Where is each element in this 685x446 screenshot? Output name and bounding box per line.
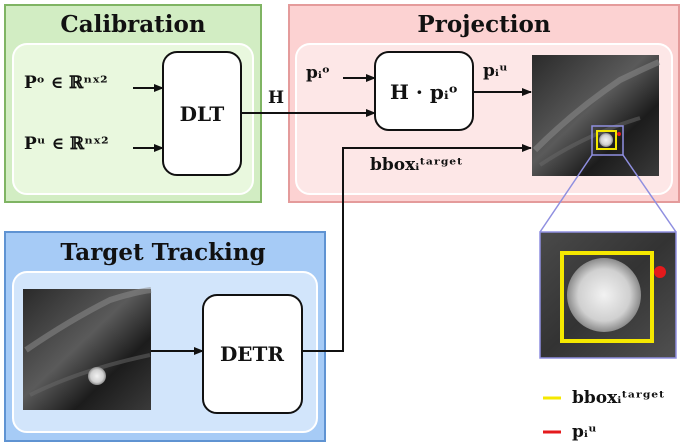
projected-point-marker <box>617 132 621 136</box>
calibration-input-bottom: Pᵘ ∈ ℝⁿˣ² <box>24 134 109 154</box>
zoomed-projected-point <box>654 266 666 278</box>
projection-input-label: pᵢᵒ <box>306 63 330 83</box>
zoom-connector-right <box>622 154 677 233</box>
projection-title: Projection <box>417 11 550 38</box>
zoomed-target-blob <box>567 258 641 332</box>
calibration-title: Calibration <box>60 11 205 38</box>
detr-block-label: DETR <box>220 342 284 366</box>
bbox-target-label: bboxᵢᵗᵃʳᵍᵉᵗ <box>370 155 463 175</box>
target-blob <box>599 133 613 147</box>
tracking-title: Target Tracking <box>60 239 265 266</box>
calibration-panel: Calibration Pᵒ ∈ ℝⁿˣ² Pᵘ ∈ ℝⁿˣ² DLT <box>4 4 262 203</box>
detr-output-arrow <box>302 144 532 352</box>
h-label: H <box>268 88 284 108</box>
projection-output-label: pᵢᵘ <box>483 61 508 81</box>
detr-block <box>202 294 303 414</box>
calibration-input-top: Pᵒ ∈ ℝⁿˣ² <box>24 73 108 93</box>
legend: bboxᵢᵗᵃʳᵍᵉᵗ pᵢᵘ <box>543 388 665 442</box>
legend-point-label: pᵢᵘ <box>572 422 597 442</box>
input-ultrasound-image <box>23 287 152 410</box>
zoom-region-marker <box>591 125 624 156</box>
bbox-overlay <box>596 130 617 150</box>
tracking-panel: Target Tracking DETR <box>4 231 326 442</box>
zoomed-bbox <box>560 251 654 343</box>
zoomed-inset <box>539 231 677 359</box>
input-target-blob <box>88 367 106 385</box>
homography-block-label: H · pᵢᵒ <box>390 80 458 104</box>
dlt-block-label: DLT <box>180 102 225 126</box>
legend-bbox-label: bboxᵢᵗᵃʳᵍᵉᵗ <box>572 388 665 408</box>
projection-panel: Projection pᵢᵒ H · pᵢᵒ pᵢᵘ bboxᵢᵗᵃʳᵍᵉᵗ <box>288 4 680 203</box>
zoom-connector-left <box>539 154 593 233</box>
projected-ultrasound-image <box>532 55 661 176</box>
